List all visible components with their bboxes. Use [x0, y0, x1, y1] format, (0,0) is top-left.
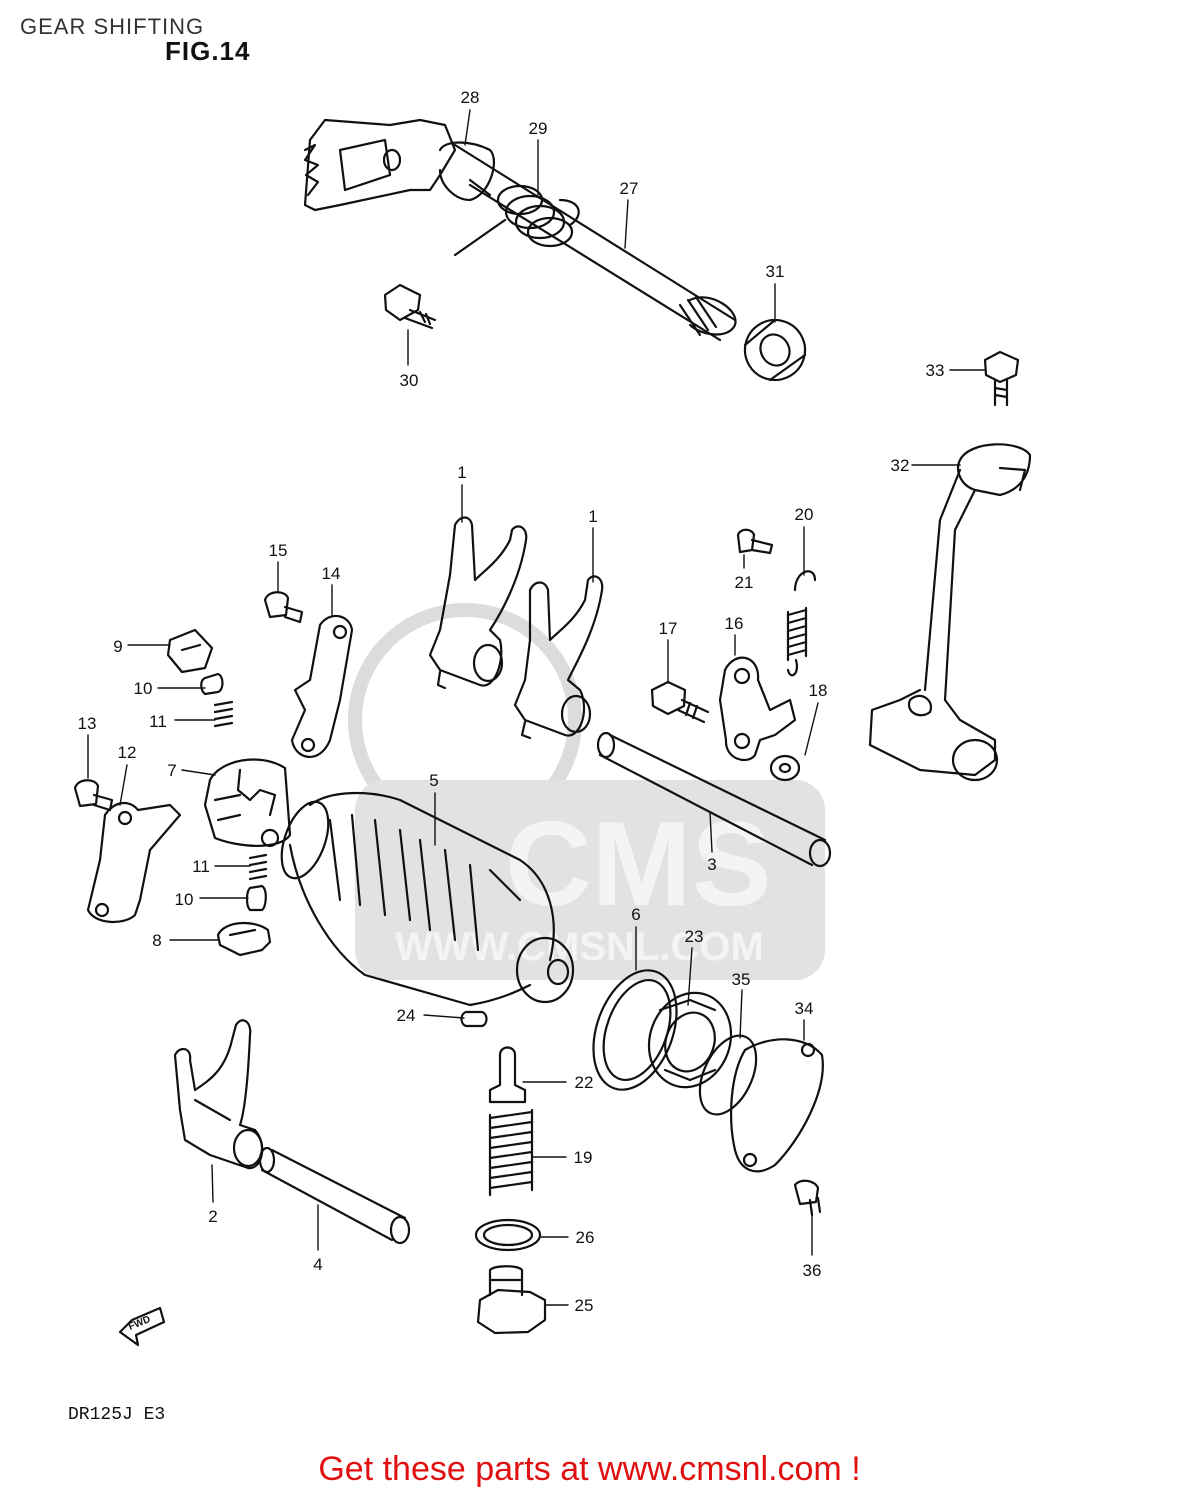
fork-shaft-4 [258, 1146, 411, 1245]
gear-shift-lever-32 [868, 443, 1032, 782]
cam-guide-plate-12 [86, 802, 182, 923]
callout-1b: 1 [588, 507, 597, 526]
callout-2: 2 [208, 1207, 217, 1226]
cam-stopper-plate-14 [290, 614, 354, 758]
gearshift-shaft-27 [453, 143, 737, 342]
callout-numbers: 1 1 2 3 4 5 6 7 8 9 10 10 11 11 12 13 14… [78, 88, 945, 1315]
cover-34 [730, 1038, 824, 1173]
o-ring-35 [698, 1034, 758, 1116]
plug-25 [476, 1265, 547, 1335]
callout-24: 24 [397, 1006, 416, 1025]
pin-10a [200, 672, 224, 696]
pin-10b [245, 884, 267, 912]
pawl-9 [166, 628, 214, 674]
gear-shift-fork-2 [173, 1019, 264, 1170]
screw-36 [793, 1179, 822, 1217]
neutral-switch-contact-22 [488, 1046, 527, 1104]
screw-13 [73, 779, 114, 812]
watermark-brand: CMS [505, 797, 772, 931]
stopper-spring-20 [786, 570, 817, 677]
spring-11b [248, 853, 268, 881]
forward-arrow-icon: FWD [118, 1306, 166, 1347]
cam-stopper-23 [647, 991, 733, 1089]
callout-26: 26 [576, 1228, 595, 1247]
oil-seal-31 [743, 318, 807, 382]
bolt-30 [383, 283, 437, 330]
callout-28: 28 [461, 88, 480, 107]
callout-27: 27 [620, 179, 639, 198]
callout-16: 16 [725, 614, 744, 633]
callout-19: 19 [574, 1148, 593, 1167]
callout-25: 25 [575, 1296, 594, 1315]
callout-32: 32 [891, 456, 910, 475]
callout-14: 14 [322, 564, 341, 583]
pin-24 [460, 1010, 488, 1028]
callout-9: 9 [113, 637, 122, 656]
gear-shift-cam-stopper-16 [718, 656, 797, 762]
page-title: GEAR SHIFTING [20, 14, 205, 39]
spring-11a [213, 700, 234, 728]
bolt-33 [983, 350, 1020, 407]
callout-15: 15 [269, 541, 288, 560]
callout-4: 4 [313, 1255, 322, 1274]
callout-30: 30 [400, 371, 419, 390]
spring-19 [488, 1108, 534, 1197]
callout-8: 8 [152, 931, 161, 950]
o-ring-26 [474, 1218, 542, 1252]
callout-10a: 10 [134, 679, 153, 698]
callout-20: 20 [795, 505, 814, 524]
cms-watermark: CMS WWW.CMSNL.COM [348, 603, 825, 980]
watermark-site: WWW.CMSNL.COM [395, 925, 764, 969]
callout-13: 13 [78, 714, 97, 733]
screw-15 [263, 591, 304, 624]
callout-11b: 11 [192, 857, 210, 876]
callout-1a: 1 [457, 463, 466, 482]
callout-17: 17 [659, 619, 678, 638]
leader-lines [87, 109, 986, 1306]
callout-23: 23 [685, 927, 704, 946]
callout-21: 21 [735, 573, 754, 592]
callout-3: 3 [707, 855, 716, 874]
washer-18 [769, 754, 801, 782]
callout-36: 36 [803, 1261, 822, 1280]
gear-shift-fork-1a [428, 516, 528, 690]
figure-number: FIG.14 [165, 36, 251, 66]
callout-31: 31 [766, 262, 785, 281]
footer-link[interactable]: Get these parts at www.cmsnl.com ! [318, 1450, 861, 1488]
callout-35: 35 [732, 970, 751, 989]
callout-29: 29 [529, 119, 548, 138]
gear-shift-cam-5 [280, 792, 575, 1007]
callout-11a: 11 [149, 712, 167, 731]
washer-6 [592, 969, 678, 1091]
callout-10b: 10 [175, 890, 194, 909]
pawl-8 [216, 922, 272, 957]
callout-12: 12 [118, 743, 137, 762]
return-spring-29 [453, 178, 580, 257]
screw-21 [736, 528, 774, 555]
gear-shift-fork-1b [513, 575, 604, 740]
callout-7: 7 [167, 761, 176, 780]
gear-shift-cam-driven-gear-7 [203, 758, 292, 848]
callout-33: 33 [926, 361, 945, 380]
callout-5: 5 [429, 771, 438, 790]
callout-22: 22 [575, 1073, 594, 1092]
stopper-bolt-17 [650, 680, 710, 724]
callout-18: 18 [809, 681, 828, 700]
fork-shaft-3 [596, 731, 832, 868]
model-code: DR125J E3 [68, 1405, 166, 1425]
gear-shift-arm-28 [303, 118, 495, 212]
callout-34: 34 [795, 999, 814, 1018]
callout-6: 6 [631, 905, 640, 924]
